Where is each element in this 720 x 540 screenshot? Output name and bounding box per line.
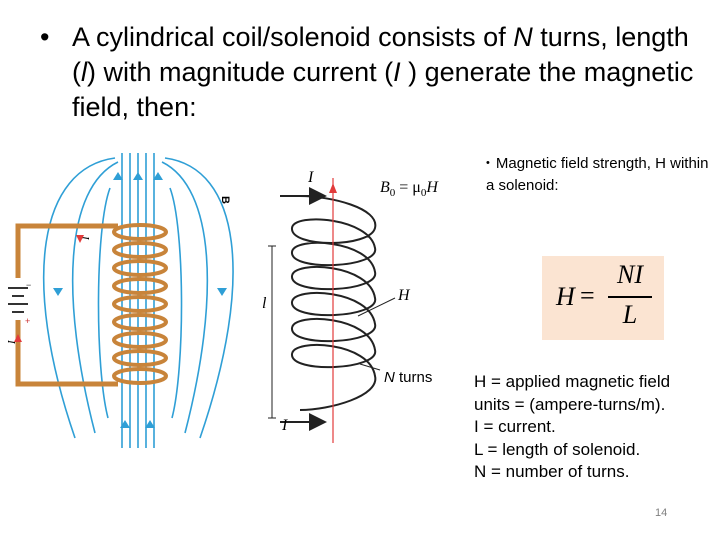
b-field-label: B: [219, 196, 231, 204]
h-label: H: [397, 287, 411, 304]
definition-item: N = number of turns.: [474, 462, 630, 481]
page-number: 14: [655, 507, 668, 519]
formula-denominator: L: [622, 300, 638, 329]
current-label-right-top: I: [307, 169, 314, 186]
length-label: l: [262, 295, 267, 312]
formula-equals: =: [580, 281, 595, 310]
solenoid-figure: B I I − + I B0 = μ0H l H N turns I: [5, 153, 439, 448]
field-lines: [42, 153, 234, 448]
formula-numerator: NI: [617, 260, 643, 289]
title-bullet: •: [40, 22, 50, 52]
current-label-left: I: [5, 339, 17, 345]
definition-item: I = current.: [474, 417, 556, 436]
current-label-right-bottom: I: [281, 417, 288, 434]
battery-icon: [8, 287, 28, 313]
slide-title: • A cylindrical coil/solenoid consists o…: [40, 20, 700, 125]
definition-item: L = length of solenoid.: [474, 439, 641, 459]
battery-plus: +: [25, 316, 30, 326]
right-solenoid: [268, 178, 396, 443]
sub-bullet-text: Magnetic field strength, H within a sole…: [486, 155, 709, 194]
field-strength-note: •Magnetic field strength, H within a sol…: [486, 152, 718, 197]
title-text: A cylindrical coil/solenoid consists of …: [72, 22, 694, 122]
formula-lhs: H: [556, 282, 575, 311]
definition-item: H = applied magnetic field: [474, 372, 671, 391]
n-turns-label: N turns: [384, 369, 432, 386]
coil-windings: [112, 223, 168, 385]
formula-fraction-bar: [608, 296, 652, 298]
current-arrows: [14, 235, 84, 342]
axis-arrow: [329, 183, 337, 193]
battery-minus: −: [26, 280, 31, 290]
b0-equation: B0 = μ0H: [380, 179, 439, 199]
formula-box: H = NI L: [542, 256, 664, 340]
current-label-top: I: [79, 235, 91, 241]
definition-item: units = (ampere-turns/m).: [474, 394, 666, 414]
circuit-wire: [15, 223, 118, 387]
definitions-list: H = applied magnetic field units = (ampe…: [474, 371, 714, 484]
field-arrowheads: [53, 172, 227, 428]
sub-bullet-dot: •: [486, 157, 490, 169]
